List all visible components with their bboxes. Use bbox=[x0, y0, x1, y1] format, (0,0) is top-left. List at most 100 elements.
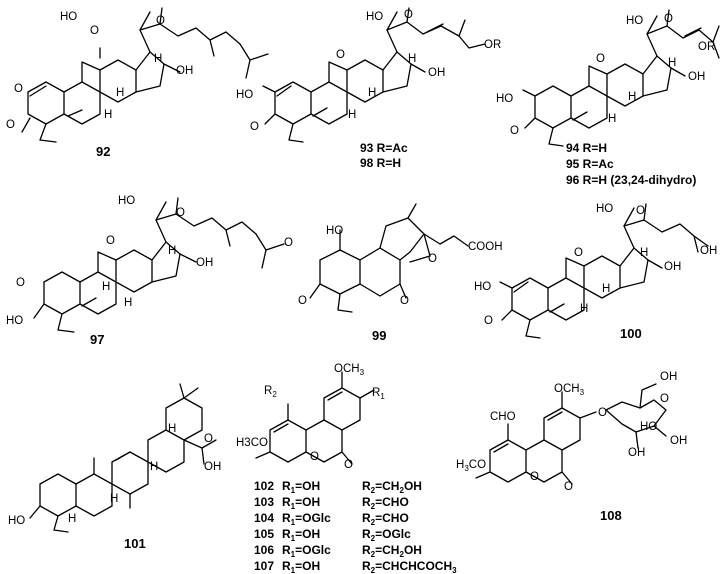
label-o-108c: O bbox=[598, 407, 607, 419]
label-h-100b: H bbox=[580, 303, 588, 315]
label-oh-108a: OH bbox=[660, 371, 677, 383]
label-o-93a: O bbox=[250, 121, 259, 133]
structure-92 bbox=[21, 7, 269, 143]
label-r1: R1 bbox=[372, 387, 385, 401]
label-o-92a: O bbox=[90, 25, 99, 37]
compound-id-108: 108 bbox=[600, 508, 622, 523]
label-ho-100b: HO bbox=[596, 203, 613, 215]
label-or-93: OR bbox=[484, 39, 501, 51]
caption-96: 96 R=H (23,24-dihydro) bbox=[566, 173, 696, 187]
label-h-97a: H bbox=[168, 245, 176, 257]
label-o-93c: O bbox=[336, 49, 345, 61]
structure-99 bbox=[309, 203, 469, 313]
compound-id-101: 101 bbox=[124, 536, 146, 551]
label-ho-94b: HO bbox=[626, 15, 643, 27]
compound-id-100: 100 bbox=[620, 326, 642, 341]
label-oh-100: OH bbox=[700, 245, 717, 257]
label-ome-102: OCH3 bbox=[334, 363, 365, 377]
label-h-94c: H bbox=[628, 91, 636, 103]
label-h-97c: H bbox=[124, 297, 132, 309]
table-row: 105 R1=OH R2=OGlc bbox=[254, 527, 411, 543]
label-h-101a: H bbox=[68, 513, 76, 525]
label-o-97b: O bbox=[176, 207, 185, 219]
label-h-100c: H bbox=[602, 283, 610, 295]
row-r1: R1=OH bbox=[282, 527, 320, 543]
label-o-108a: O bbox=[530, 471, 539, 483]
compound-id-99: 99 bbox=[372, 328, 386, 343]
row-r2: R2=CHO bbox=[362, 511, 409, 527]
label-oh-93: OH bbox=[428, 67, 445, 79]
label-h-94a: H bbox=[668, 57, 676, 69]
compound-id-92: 92 bbox=[96, 144, 110, 159]
compound-id-97: 97 bbox=[90, 332, 104, 347]
row-num: 103 bbox=[254, 495, 274, 509]
label-r2: R2 bbox=[264, 385, 277, 399]
label-meo-102: H3CO bbox=[236, 437, 268, 449]
label-h-97b: H bbox=[102, 281, 110, 293]
label-o-97c: O bbox=[284, 237, 293, 249]
row-num: 106 bbox=[254, 543, 274, 557]
label-oh-100b: OH bbox=[664, 261, 681, 273]
label-h-92b: H bbox=[104, 109, 112, 121]
label-oh-92: OH bbox=[176, 65, 193, 77]
label-o-97d: O bbox=[16, 277, 25, 289]
structure-101 bbox=[29, 383, 217, 533]
label-h-92a: H bbox=[154, 53, 162, 65]
coumarin-table: 102 R1=OH R2=CH2OH 103 R1=OH R2=CHO 104 … bbox=[254, 479, 457, 574]
label-cho-108: CHO bbox=[490, 411, 516, 423]
caption-95: 95 R=Ac bbox=[566, 157, 614, 171]
structure-108 bbox=[475, 383, 667, 485]
label-oh-108c: OH bbox=[670, 435, 687, 447]
label-ho-100: HO bbox=[474, 281, 491, 293]
label-ho-93b: HO bbox=[366, 11, 383, 23]
label-oh-94: OH bbox=[688, 71, 705, 83]
label-o-108b: O bbox=[564, 481, 573, 493]
structure-94-96 bbox=[522, 9, 720, 147]
caption-93: 93 R=Ac bbox=[360, 141, 408, 155]
label-h-93b: H bbox=[348, 109, 356, 121]
label-o-92b: O bbox=[156, 15, 165, 27]
label-o-102b: O bbox=[344, 459, 353, 471]
row-r1: R1=OH bbox=[282, 559, 320, 574]
label-o-100a: O bbox=[484, 315, 493, 327]
structure-100 bbox=[499, 203, 709, 339]
table-row: 107 R1=OH R2=CHCHCOCH3 bbox=[254, 559, 457, 574]
label-h-101d: H bbox=[168, 423, 176, 435]
label-ho-94: HO bbox=[496, 93, 513, 105]
label-ho-92: HO bbox=[60, 11, 77, 23]
table-row: 106 R1=OGlc R2=CH2OH bbox=[254, 543, 422, 559]
label-o-94c: O bbox=[664, 13, 673, 25]
label-h-93c: H bbox=[368, 87, 376, 99]
label-o-101: O bbox=[204, 433, 213, 445]
row-r1: R1=OH bbox=[282, 479, 320, 495]
label-o-99a: O bbox=[298, 295, 307, 307]
row-r2: R2=CHCHCOCH3 bbox=[362, 559, 457, 574]
label-o-94a: O bbox=[510, 125, 519, 137]
row-r2: R2=CH2OH bbox=[362, 543, 422, 559]
label-o-100b: O bbox=[574, 247, 583, 259]
label-h-100a: H bbox=[640, 247, 648, 259]
label-o-94b: O bbox=[596, 53, 605, 65]
row-r2: R2=CHO bbox=[362, 495, 409, 511]
row-r1: R1=OGlc bbox=[282, 511, 331, 527]
label-o-92c: O bbox=[14, 83, 23, 95]
label-o-108d: O bbox=[660, 393, 669, 405]
table-row: 104 R1=OGlc R2=CHO bbox=[254, 511, 409, 527]
label-h-94b: H bbox=[608, 113, 616, 125]
label-o-92d: O bbox=[6, 119, 15, 131]
structure-97 bbox=[33, 197, 285, 333]
label-ho-97: HO bbox=[118, 195, 135, 207]
label-oh-108b: OH bbox=[628, 447, 645, 459]
label-o-100c: O bbox=[636, 205, 645, 217]
table-row: 102 R1=OH R2=CH2OH bbox=[254, 479, 422, 495]
structure-93-98 bbox=[262, 7, 486, 143]
structure-102-107 bbox=[255, 371, 375, 465]
label-ho-97b: HO bbox=[6, 315, 23, 327]
caption-98: 98 R=H bbox=[360, 156, 401, 170]
label-ho-93: HO bbox=[236, 89, 253, 101]
label-oh-101: OH bbox=[204, 461, 221, 473]
label-ho-108: HO bbox=[640, 421, 657, 433]
label-ome-108: OCH3 bbox=[554, 383, 585, 397]
label-o-99b: O bbox=[400, 295, 409, 307]
